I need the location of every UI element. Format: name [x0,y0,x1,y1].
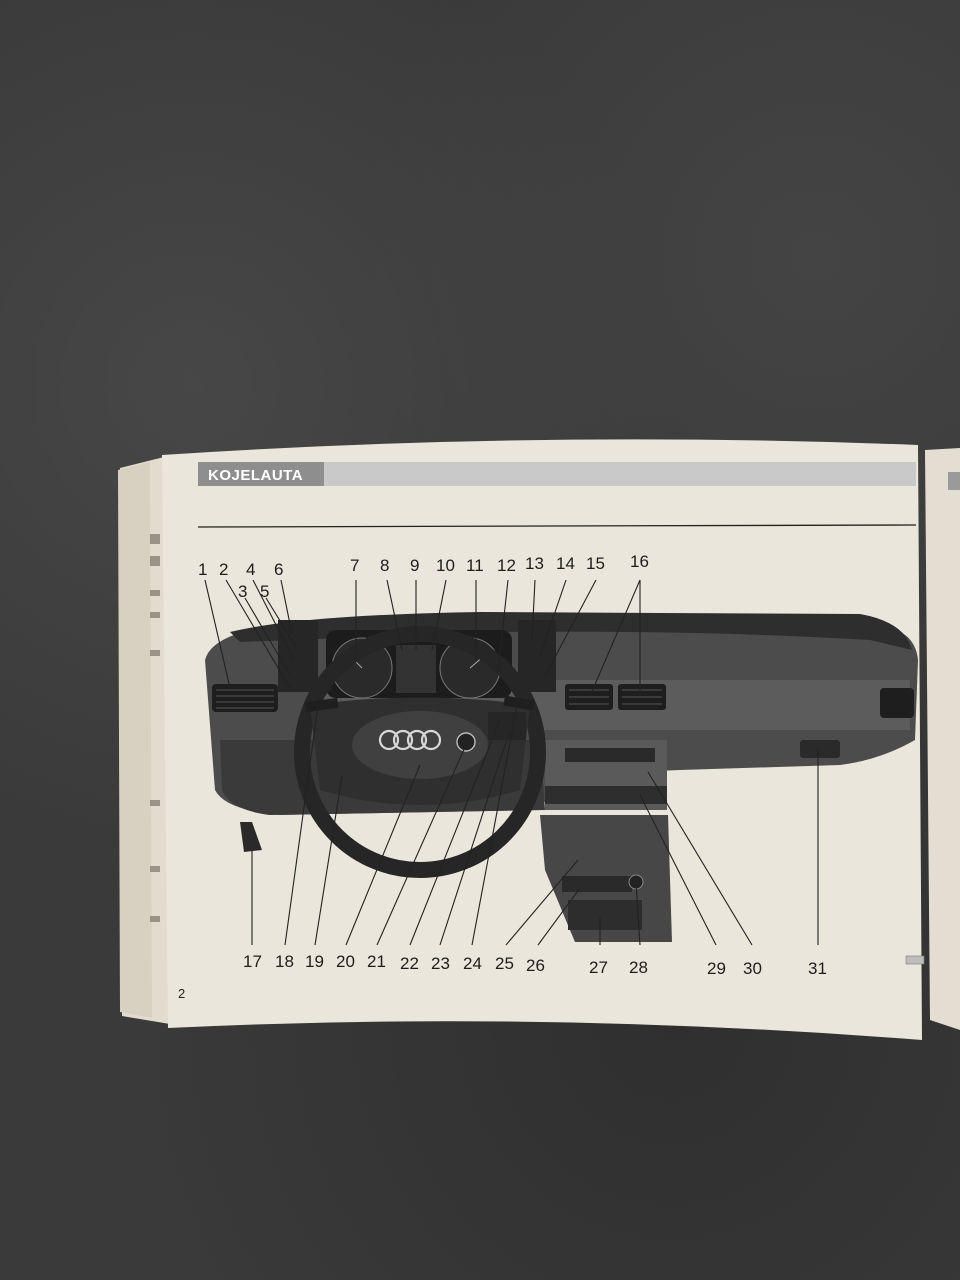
callout-28: 28 [629,958,648,977]
callout-10: 10 [436,556,455,575]
callout-8: 8 [380,556,389,575]
callout-31: 31 [808,959,827,978]
callout-26: 26 [526,956,545,975]
callout-18: 18 [275,952,294,971]
right-switch-panel [518,620,556,692]
audi-rings-logo [378,729,442,751]
bottom-callouts: 17 18 19 20 21 22 23 24 25 26 27 28 29 3… [243,952,827,978]
right-page-header-band [948,472,960,490]
callout-15: 15 [586,554,605,573]
callout-21: 21 [367,952,386,971]
callout-17: 17 [243,952,262,971]
leader-lines [204,579,819,946]
callout-19: 19 [305,952,324,971]
cassette-slot [545,786,667,804]
page-header: KOJELAUTA [197,462,917,528]
ignition-switch [456,732,476,752]
callout-25: 25 [495,954,514,973]
callout-20: 20 [336,952,355,971]
stalk-right [503,695,535,711]
callout-24: 24 [463,954,482,973]
callout-13: 13 [525,554,544,573]
console-switches [562,876,632,892]
radio-display [565,748,655,762]
callout-30: 30 [743,959,762,978]
callout-29: 29 [707,959,726,978]
callout-4: 4 [246,560,255,579]
callout-5: 5 [260,582,269,601]
callout-2: 2 [219,560,228,579]
callout-7: 7 [350,556,359,575]
console-tray [568,900,642,930]
dashboard-top [230,612,912,650]
callout-14: 14 [556,554,575,573]
left-switch-panel [278,620,318,692]
glovebox-latch [800,740,840,758]
header-rule [197,524,917,528]
callout-6: 6 [274,560,283,579]
center-gauges [396,645,436,693]
page-title: KOJELAUTA [208,467,303,484]
callout-16: 16 [630,552,649,571]
callout-3: 3 [238,582,247,601]
callout-9: 9 [410,556,419,575]
left-page-faded-text [150,534,160,922]
callout-27: 27 [589,958,608,977]
page-number: 2 [178,986,185,1001]
stalk-left [305,697,339,713]
left-vent [212,684,278,712]
print-mark [905,955,925,965]
right-vent [880,688,914,718]
callout-22: 22 [400,954,419,973]
hood-release [240,822,262,852]
steering-wheel-rim [294,626,546,878]
header-tab [198,462,324,486]
dashboard-illustration [205,612,918,942]
callout-12: 12 [497,556,516,575]
callout-23: 23 [431,954,450,973]
top-callouts: 1 2 3 4 5 6 7 8 9 10 11 12 13 14 15 16 [198,552,649,601]
callout-1: 1 [198,560,207,579]
left-page-underlay [118,462,152,1018]
right-page [925,448,960,1030]
steering-wheel-pad [352,711,488,779]
callout-11: 11 [466,556,484,575]
